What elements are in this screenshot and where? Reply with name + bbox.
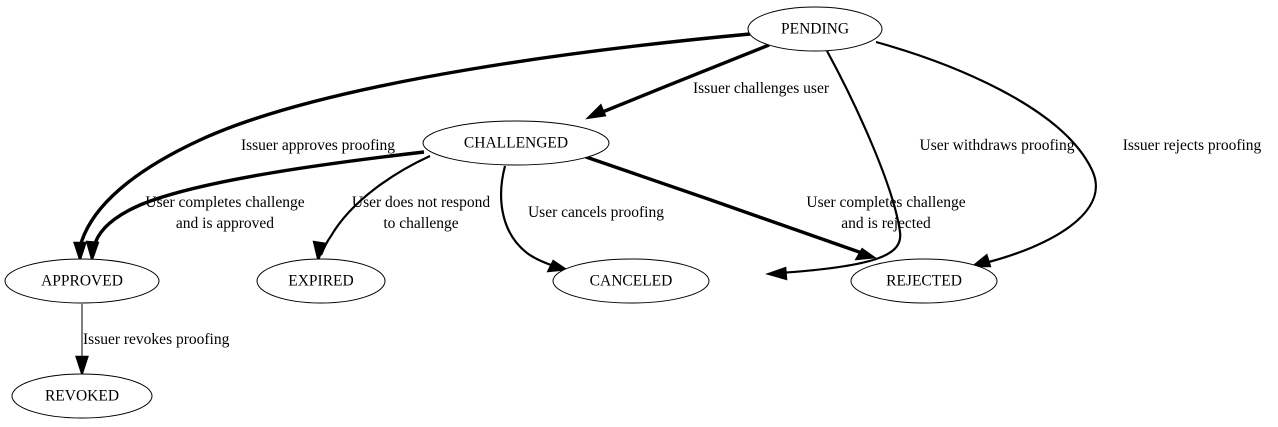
edge-path-challenged-rejected xyxy=(585,155,863,255)
node-canceled-ellipse xyxy=(552,258,710,304)
arrowhead-pending-canceled xyxy=(765,266,788,281)
edge-label-challenged-rejected-line2: and is rejected xyxy=(841,215,931,232)
node-approved-ellipse xyxy=(4,258,160,304)
arrowhead-approved-revoked xyxy=(75,355,89,377)
node-rejected-ellipse xyxy=(850,258,998,304)
node-canceled-label: CANCELED xyxy=(590,273,673,290)
edge-label-approved-revoked: Issuer revokes proofing xyxy=(83,331,230,348)
node-pending[interactable]: PENDING xyxy=(747,6,883,52)
node-approved[interactable]: APPROVED xyxy=(4,258,160,304)
node-rejected-label: REJECTED xyxy=(886,273,962,290)
arrowhead-challenged-approved xyxy=(85,240,100,263)
node-challenged[interactable]: CHALLENGED xyxy=(422,120,610,166)
node-challenged-ellipse xyxy=(422,120,610,166)
node-expired-ellipse xyxy=(256,258,386,304)
node-canceled[interactable]: CANCELED xyxy=(552,258,710,304)
edge-path-pending-canceled xyxy=(779,50,902,275)
nodes-layer: PENDING CHALLENGED APPROVED EXPIRED CANC… xyxy=(4,6,998,419)
edge-pending-canceled[interactable]: User withdraws proofing xyxy=(765,50,1075,281)
edge-path-pending-approved xyxy=(78,32,751,248)
node-approved-label: APPROVED xyxy=(41,273,123,290)
node-expired[interactable]: EXPIRED xyxy=(256,258,386,304)
node-rejected[interactable]: REJECTED xyxy=(850,258,998,304)
node-pending-label: PENDING xyxy=(781,21,849,38)
edge-label-challenged-canceled: User cancels proofing xyxy=(528,204,664,221)
edge-label-challenged-expired-line2: to challenge xyxy=(383,215,458,232)
edge-label-pending-approved: Issuer approves proofing xyxy=(241,137,395,154)
edge-label-challenged-approved-line1: User completes challenge xyxy=(145,194,304,211)
arrowhead-challenged-canceled xyxy=(546,259,569,273)
edges-layer: Issuer approves proofing Issuer challeng… xyxy=(73,32,1262,377)
arrowhead-challenged-expired xyxy=(312,240,327,263)
arrowhead-challenged-rejected xyxy=(854,247,877,261)
edge-path-challenged-approved xyxy=(92,150,425,248)
edge-label-pending-challenged: Issuer challenges user xyxy=(693,80,830,97)
node-revoked[interactable]: REVOKED xyxy=(11,373,153,419)
edge-challenged-canceled[interactable]: User cancels proofing xyxy=(500,165,664,273)
node-revoked-label: REVOKED xyxy=(45,388,119,405)
node-challenged-label: CHALLENGED xyxy=(464,135,568,152)
node-expired-label: EXPIRED xyxy=(288,273,353,290)
node-revoked-ellipse xyxy=(11,373,153,419)
edge-label-challenged-expired-line1: User does not respond xyxy=(352,194,490,211)
edge-challenged-expired[interactable]: User does not respond to challenge xyxy=(312,154,490,263)
arrowhead-pending-challenged xyxy=(585,103,607,120)
edge-label-challenged-rejected-line1: User completes challenge xyxy=(806,194,965,211)
arrowhead-pending-approved xyxy=(73,241,87,263)
edge-challenged-approved[interactable]: User completes challenge and is approved xyxy=(85,150,425,263)
edge-pending-approved[interactable]: Issuer approves proofing xyxy=(73,32,751,263)
edge-pending-challenged[interactable]: Issuer challenges user xyxy=(585,43,830,120)
edge-path-pending-rejected xyxy=(875,40,1097,265)
edge-label-pending-canceled: User withdraws proofing xyxy=(920,137,1075,154)
edge-approved-revoked[interactable]: Issuer revokes proofing xyxy=(75,304,230,377)
node-pending-ellipse xyxy=(747,6,883,52)
edge-pending-rejected[interactable]: Issuer rejects proofing xyxy=(875,40,1262,268)
edge-label-challenged-approved-line2: and is approved xyxy=(176,215,274,232)
edge-label-pending-rejected: Issuer rejects proofing xyxy=(1123,137,1262,154)
edge-challenged-rejected[interactable]: User completes challenge and is rejected xyxy=(585,155,966,261)
edge-path-pending-challenged xyxy=(599,43,770,115)
edge-path-challenged-canceled xyxy=(500,165,555,268)
